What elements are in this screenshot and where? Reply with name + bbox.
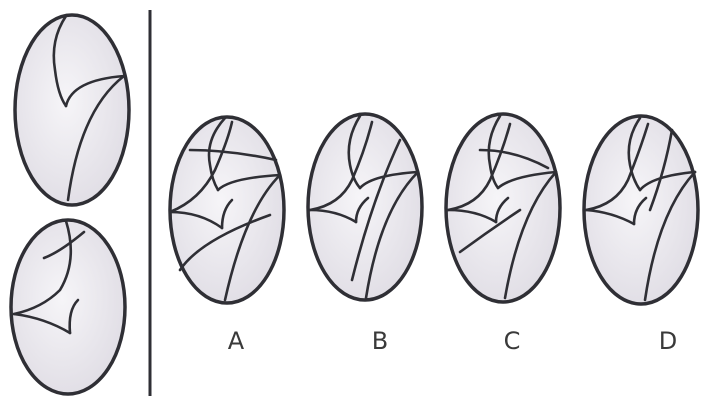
option-a-label[interactable]: A [228, 327, 245, 355]
option-a-figure[interactable] [170, 117, 284, 303]
option-d-figure[interactable] [584, 116, 698, 304]
question-figure-2 [11, 220, 125, 394]
option-c-figure[interactable] [446, 114, 560, 302]
figure-2-oval [11, 220, 125, 394]
option-c-oval [446, 114, 560, 302]
option-b-label[interactable]: B [372, 327, 388, 355]
option-a-oval [170, 117, 284, 303]
question-figure-1 [15, 15, 129, 205]
option-c-label[interactable]: C [504, 327, 521, 355]
option-b-figure[interactable] [308, 114, 422, 300]
option-d-label[interactable]: D [659, 327, 677, 355]
